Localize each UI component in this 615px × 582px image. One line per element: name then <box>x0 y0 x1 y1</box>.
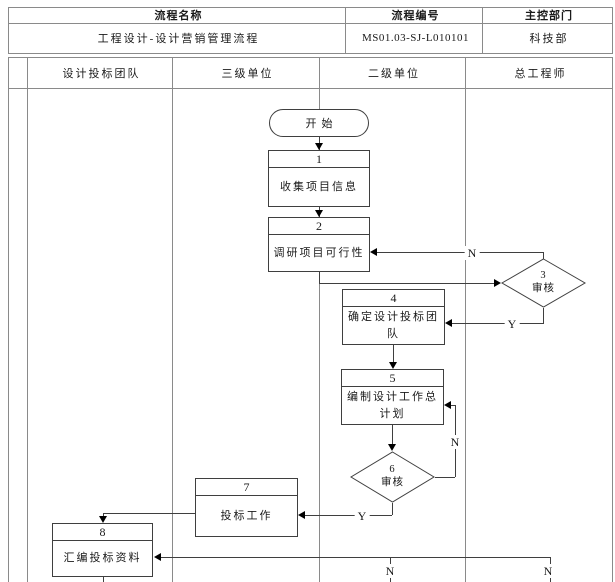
node-label: 审核 <box>532 283 555 294</box>
node-label: 审核 <box>381 477 404 488</box>
table-border <box>8 7 9 54</box>
arrowhead-down <box>389 362 397 369</box>
lane-table-border <box>8 57 9 582</box>
process-node-8: 8 汇编投标资料 <box>52 523 153 577</box>
flow-line <box>319 272 320 283</box>
lane-table-border <box>8 57 613 58</box>
table-border <box>8 53 613 54</box>
lane-header-chief-engineer: 总工程师 <box>514 67 567 80</box>
decision-node-6: 6 审核 <box>350 451 435 503</box>
edge-label-no: N <box>382 564 398 578</box>
node-number: 7 <box>196 479 297 496</box>
arrowhead-right <box>494 279 501 287</box>
flow-line <box>392 503 393 515</box>
lane-divider <box>27 57 28 582</box>
table-border <box>8 7 613 8</box>
arrowhead-left <box>445 319 452 327</box>
lane-divider <box>319 57 320 582</box>
node-label: 确定设计投标团队 <box>348 311 439 340</box>
process-name-value: 工程设计-设计营销管理流程 <box>97 33 260 45</box>
node-label: 投标工作 <box>220 509 273 522</box>
node-label: 调研项目可行性 <box>273 246 365 259</box>
controlling-dept-value: 科技部 <box>529 33 569 45</box>
decision-node-3: 3 审核 <box>501 258 586 308</box>
node-number: 1 <box>269 151 369 168</box>
lane-header-design-bid-team: 设计投标团队 <box>62 67 141 80</box>
node-label: 编制设计工作总计划 <box>347 391 438 420</box>
edge-label-no: N <box>540 564 556 578</box>
arrowhead-left <box>370 248 377 256</box>
flow-line <box>160 557 550 558</box>
flow-line <box>435 477 455 478</box>
flow-line <box>448 405 455 406</box>
process-node-7: 7 投标工作 <box>195 478 298 537</box>
flow-line <box>103 577 104 582</box>
edge-label-no: N <box>447 435 463 449</box>
process-node-1: 1 收集项目信息 <box>268 150 370 207</box>
process-code-header: 流程编号 <box>391 10 440 22</box>
flow-line <box>450 323 544 324</box>
node-number: 8 <box>53 524 152 541</box>
table-border <box>482 7 483 54</box>
node-number: 6 <box>389 464 396 476</box>
arrowhead-down <box>315 143 323 150</box>
flow-line <box>543 252 544 259</box>
flow-line <box>393 345 394 365</box>
node-label: 汇编投标资料 <box>63 552 142 565</box>
lane-divider <box>172 57 173 582</box>
process-code-value: MS01.03-SJ-L010101 <box>361 32 470 44</box>
node-number: 3 <box>540 270 547 282</box>
flow-line <box>375 252 544 253</box>
flow-line <box>103 513 104 518</box>
flow-line <box>319 283 495 284</box>
node-number: 2 <box>269 218 369 235</box>
node-number: 5 <box>342 370 443 387</box>
arrowhead-left <box>444 401 451 409</box>
arrowhead-left <box>154 553 161 561</box>
process-node-2: 2 调研项目可行性 <box>268 217 370 272</box>
table-border <box>345 7 346 54</box>
process-node-4: 4 确定设计投标团队 <box>342 289 445 345</box>
flow-line <box>303 515 392 516</box>
lane-header-divider <box>8 88 613 89</box>
edge-label-yes: Y <box>354 509 370 523</box>
flow-line <box>103 513 195 514</box>
arrowhead-left <box>298 511 305 519</box>
flow-line <box>392 425 393 446</box>
diamond-shape <box>350 451 435 503</box>
edge-label-yes: Y <box>504 317 520 331</box>
lane-header-level2-unit: 二级单位 <box>368 67 420 80</box>
diamond-shape <box>501 258 586 308</box>
lane-header-level3-unit: 三级单位 <box>221 67 274 80</box>
table-border <box>8 23 613 24</box>
table-border <box>612 7 613 54</box>
arrowhead-down <box>388 444 396 451</box>
arrowhead-down <box>99 516 107 523</box>
flow-line <box>543 308 544 323</box>
lane-table-border <box>612 57 613 582</box>
controlling-dept-header: 主控部门 <box>525 10 573 22</box>
process-node-5: 5 编制设计工作总计划 <box>341 369 444 425</box>
lane-divider <box>465 57 466 582</box>
node-number: 4 <box>343 290 444 307</box>
start-node: 开始 <box>269 109 369 137</box>
decision-text: 6 审核 <box>350 451 435 503</box>
decision-text: 3 审核 <box>501 258 586 308</box>
node-label: 收集项目信息 <box>280 180 358 193</box>
arrowhead-down <box>315 210 323 217</box>
edge-label-no: N <box>464 246 480 260</box>
process-name-header: 流程名称 <box>154 10 203 22</box>
